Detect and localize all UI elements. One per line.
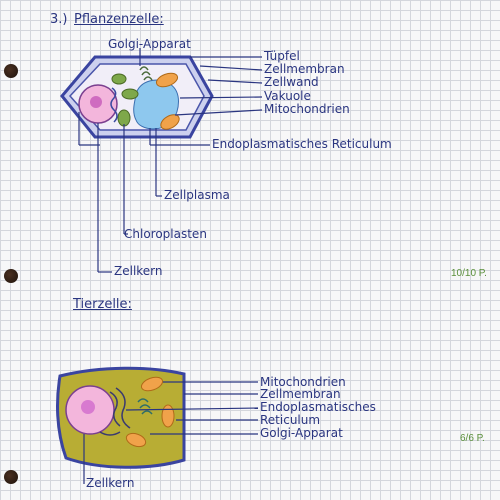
plant-golgi [139, 66, 153, 81]
label-golgi-apparat: Golgi-Apparat [108, 37, 191, 51]
animal-label-zellmembran: Zellmembran [260, 387, 341, 401]
animal-nucleolus [81, 400, 95, 414]
animal-label-er-line2: Reticulum [260, 413, 321, 427]
punch-hole-bottom [4, 470, 18, 484]
plant-cell-drawing [60, 48, 263, 273]
animal-mitochondrion-1 [140, 376, 164, 392]
label-zellmembran: Zellmembran [264, 62, 345, 76]
plant-er [110, 87, 118, 123]
animal-cell-drawing [56, 366, 259, 484]
plant-mitochondrion-2 [160, 114, 180, 130]
plant-title-number: 3.) [50, 12, 68, 27]
animal-label-er-line1: Endoplasmatisches [260, 400, 376, 414]
animal-mitochondrion-3 [125, 432, 147, 448]
plant-nucleolus [90, 96, 102, 108]
plant-score: 10/10 P. [451, 268, 487, 279]
punch-hole-top [4, 64, 18, 78]
animal-mitochondrion-2 [161, 404, 175, 428]
plant-chloroplast-2 [121, 88, 139, 100]
plant-label-lines [78, 48, 263, 273]
animal-er [99, 387, 131, 436]
label-tuepfel: Tüpfel [264, 49, 300, 63]
label-zellplasma: Zellplasma [164, 188, 230, 202]
label-zellwand: Zellwand [264, 75, 319, 89]
animal-golgi [137, 398, 153, 415]
punch-hole-middle [4, 269, 18, 283]
label-chloroplasten: Chloroplasten [124, 227, 207, 241]
label-zellkern: Zellkern [114, 264, 163, 278]
animal-label-golgi-apparat: Golgi-Apparat [260, 426, 343, 440]
plant-chloroplast-3 [117, 109, 131, 127]
label-mitochondrien: Mitochondrien [264, 102, 350, 116]
animal-label-mitochondrien: Mitochondrien [260, 375, 346, 389]
label-endoplasmatisches-reticulum: Endoplasmatisches Reticulum [212, 137, 392, 151]
animal-label-zellkern: Zellkern [86, 476, 135, 490]
animal-title: Tierzelle: [73, 297, 132, 312]
animal-label-lines [83, 381, 259, 484]
plant-title: Pflanzenzelle: [74, 12, 164, 27]
label-vakuole: Vakuole [264, 89, 311, 103]
plant-chloroplast-1 [111, 73, 127, 85]
plant-mitochondrion-1 [155, 72, 179, 88]
animal-score: 6/6 P. [460, 433, 485, 444]
